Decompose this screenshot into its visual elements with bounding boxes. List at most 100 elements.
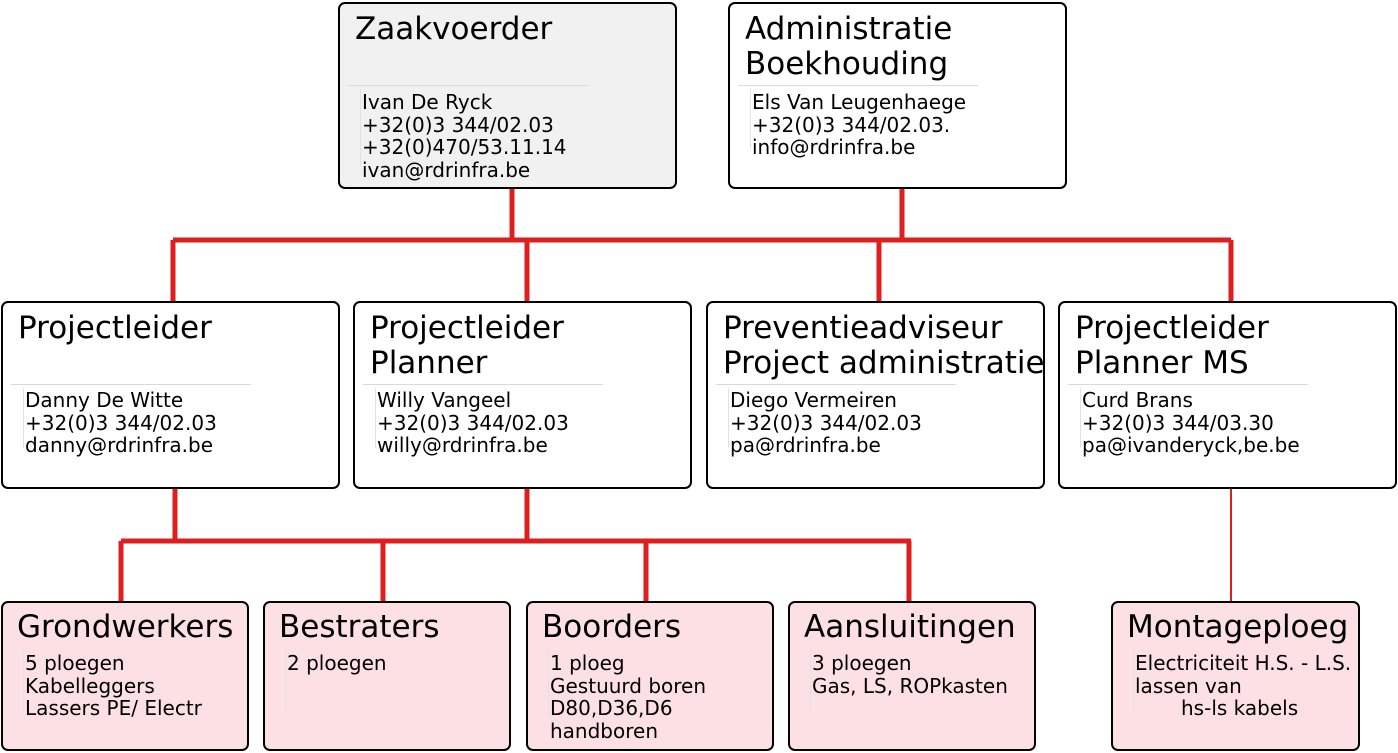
- separator-tick: [23, 388, 24, 448]
- team-count: 3 ploegen: [812, 651, 912, 675]
- connector-top: [170, 188, 1234, 301]
- box-title: Projectleider Planner: [370, 311, 564, 381]
- separator-tick: [285, 649, 286, 713]
- box-title: Grondwerkers: [17, 610, 233, 645]
- separator: [348, 85, 588, 86]
- contact-phone: +32(0)3 344/02.03: [362, 112, 554, 137]
- title-line: Grondwerkers: [17, 609, 234, 645]
- contact-name: Danny De Witte: [25, 388, 184, 412]
- team-detail: lassen van: [1135, 673, 1242, 698]
- contact-name: Curd Brans: [1082, 388, 1193, 412]
- separator: [716, 384, 956, 385]
- box-title: Aansluitingen: [804, 610, 1016, 645]
- title-line: Zaakvoerder: [355, 11, 553, 47]
- box-title: Bestraters: [279, 610, 440, 645]
- separator-tick: [810, 649, 811, 713]
- box-title: Projectleider: [18, 311, 212, 346]
- title-line: Preventieadviseur: [723, 310, 1003, 346]
- team-detail: hs-ls kabels: [1181, 696, 1299, 720]
- contact-info: Willy Vangeel +32(0)3 344/02.03 willy@rd…: [377, 389, 569, 457]
- connector-mid: [118, 488, 912, 602]
- box-bestraters: Bestraters 2 ploegen: [263, 601, 511, 751]
- team-detail: handboren: [550, 718, 658, 743]
- box-projectleider-planner-ms: Projectleider Planner MS Curd Brans +32(…: [1058, 301, 1397, 489]
- team-detail: Gas, LS, ROPkasten: [812, 673, 1008, 698]
- separator: [1068, 384, 1308, 385]
- title-line: Boekhouding: [745, 46, 949, 82]
- box-aansluitingen: Aansluitingen 3 ploegen Gas, LS, ROPkast…: [788, 601, 1036, 751]
- contact-phone: +32(0)3 344/02.03.: [752, 112, 951, 137]
- title-line: Project administratie: [723, 345, 1045, 381]
- contact-phone: +32(0)3 344/02.03: [25, 410, 217, 435]
- contact-email: pa@rdrinfra.be: [730, 433, 881, 457]
- separator-tick: [23, 649, 24, 713]
- contact-info: Ivan De Ryck +32(0)3 344/02.03 +32(0)470…: [362, 91, 567, 181]
- team-info: 5 ploegen Kabelleggers Lassers PE/ Elect…: [25, 652, 202, 720]
- contact-info: Curd Brans +32(0)3 344/03.30 pa@ivandery…: [1082, 389, 1300, 457]
- title-line: Bestraters: [279, 609, 440, 645]
- contact-mobile: +32(0)470/53.11.14: [362, 135, 567, 159]
- title-line: Boorders: [542, 609, 682, 645]
- team-info: 2 ploegen: [287, 652, 387, 675]
- contact-name: Els Van Leugenhaege: [752, 90, 967, 114]
- team-detail: Gestuurd boren: [550, 673, 707, 698]
- contact-email: info@rdrinfra.be: [752, 135, 916, 159]
- contact-name: Willy Vangeel: [377, 388, 512, 412]
- contact-info: Diego Vermeiren +32(0)3 344/02.03 pa@rdr…: [730, 389, 922, 457]
- title-line: Projectleider: [18, 310, 212, 346]
- box-projectleider: Projectleider Danny De Witte +32(0)3 344…: [1, 301, 340, 489]
- title-line: Planner MS: [1075, 345, 1249, 381]
- separator-tick: [1133, 649, 1134, 713]
- contact-phone: +32(0)3 344/02.03: [377, 410, 569, 435]
- contact-email: danny@rdrinfra.be: [25, 433, 214, 457]
- box-title: Zaakvoerder: [355, 12, 552, 47]
- box-title: Preventieadviseur Project administratie: [723, 311, 1045, 381]
- title-line: Planner: [370, 345, 488, 381]
- box-montageploeg: Montageploeg Electriciteit H.S. - L.S. l…: [1111, 601, 1360, 751]
- team-count: 2 ploegen: [287, 651, 387, 675]
- team-detail: Kabelleggers: [25, 673, 155, 698]
- separator-tick: [375, 388, 376, 448]
- box-boorders: Boorders 1 ploeg Gestuurd boren D80,D36,…: [526, 601, 774, 751]
- box-administratie: Administratie Boekhouding Els Van Leugen…: [728, 2, 1067, 189]
- separator: [11, 384, 251, 385]
- separator: [363, 384, 603, 385]
- box-title: Projectleider Planner MS: [1075, 311, 1269, 381]
- contact-info: Els Van Leugenhaege +32(0)3 344/02.03. i…: [752, 91, 966, 159]
- title-line: Administratie: [745, 11, 953, 47]
- box-projectleider-planner: Projectleider Planner Willy Vangeel +32(…: [353, 301, 692, 489]
- contact-info: Danny De Witte +32(0)3 344/02.03 danny@r…: [25, 389, 217, 457]
- contact-email: pa@ivanderyck,be.be: [1082, 433, 1300, 457]
- team-info: 3 ploegen Gas, LS, ROPkasten: [812, 652, 1008, 697]
- box-preventieadviseur: Preventieadviseur Project administratie …: [706, 301, 1045, 489]
- team-info: Electriciteit H.S. - L.S. lassen van hs-…: [1135, 652, 1351, 720]
- separator-tick: [750, 89, 751, 149]
- separator-tick: [360, 89, 361, 167]
- contact-email: ivan@rdrinfra.be: [362, 157, 531, 182]
- title-line: Projectleider: [1075, 310, 1269, 346]
- separator: [738, 85, 978, 86]
- box-title: Montageploeg: [1127, 610, 1348, 645]
- contact-name: Ivan De Ryck: [362, 90, 493, 114]
- box-zaakvoerder: Zaakvoerder Ivan De Ryck +32(0)3 344/02.…: [338, 2, 677, 189]
- box-title: Administratie Boekhouding: [745, 12, 952, 82]
- contact-name: Diego Vermeiren: [730, 388, 897, 412]
- title-line: Projectleider: [370, 310, 564, 346]
- connector-lines: [118, 188, 1234, 602]
- team-info: 1 ploeg Gestuurd boren D80,D36,D6 handbo…: [550, 652, 706, 742]
- separator-tick: [728, 388, 729, 448]
- title-line: Montageploeg: [1127, 609, 1349, 645]
- title-line: Aansluitingen: [804, 609, 1016, 645]
- team-count: 1 ploeg: [550, 651, 625, 675]
- team-detail: D80,D36,D6: [550, 696, 673, 720]
- team-count: 5 ploegen: [25, 651, 125, 675]
- contact-phone: +32(0)3 344/03.30: [1082, 410, 1274, 435]
- box-grondwerkers: Grondwerkers 5 ploegen Kabelleggers Lass…: [1, 601, 249, 751]
- separator-tick: [1080, 388, 1081, 448]
- separator-tick: [548, 649, 549, 713]
- contact-email: willy@rdrinfra.be: [377, 433, 548, 457]
- team-detail: Lassers PE/ Electr: [25, 696, 202, 720]
- box-title: Boorders: [542, 610, 681, 645]
- contact-phone: +32(0)3 344/02.03: [730, 410, 922, 435]
